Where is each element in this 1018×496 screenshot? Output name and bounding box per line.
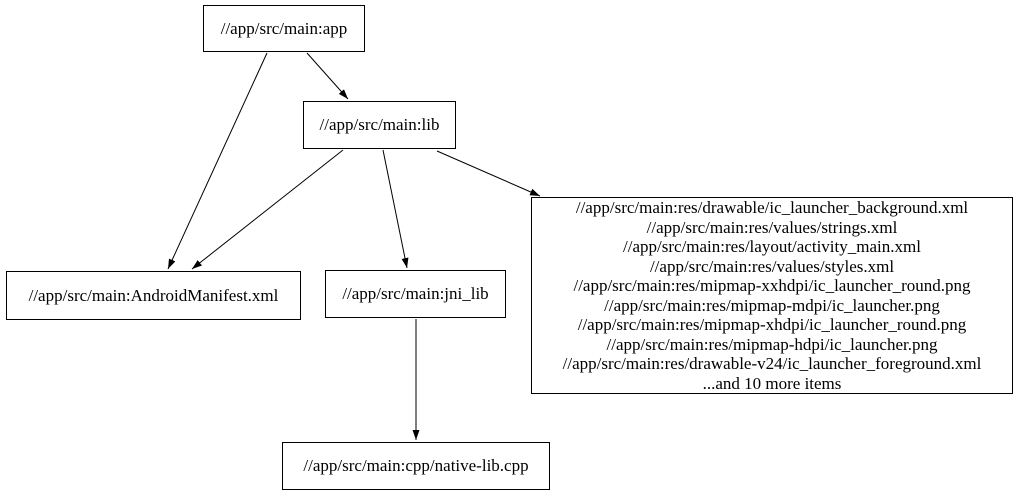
res-group-line: //app/src/main:res/values/strings.xml: [646, 217, 898, 237]
node-android-manifest-label: //app/src/main:AndroidManifest.xml: [28, 285, 279, 305]
res-group-line: //app/src/main:res/mipmap-xxhdpi/ic_laun…: [573, 276, 971, 295]
res-group-line: //app/src/main:res/layout/activity_main.…: [623, 237, 921, 256]
node-lib: //app/src/main:lib: [303, 101, 456, 149]
res-group-line: //app/src/main:res/mipmap-mdpi/ic_launch…: [604, 295, 940, 315]
node-native-lib: //app/src/main:cpp/native-lib.cpp: [282, 442, 550, 490]
edge-lib-to-jni-lib: [382, 149, 409, 269]
node-app-label: //app/src/main:app: [220, 18, 348, 38]
edge-lib-to-android-manifest: [191, 149, 344, 270]
res-group-line: //app/src/main:res/drawable/ic_launcher_…: [575, 198, 969, 217]
res-group-line: //app/src/main:res/values/styles.xml: [649, 256, 895, 276]
node-lib-label: //app/src/main:lib: [319, 115, 440, 135]
res-group-line: //app/src/main:res/drawable-v24/ic_launc…: [562, 354, 982, 373]
res-group-more-items: ...and 10 more items: [702, 373, 842, 393]
node-android-manifest: //app/src/main:AndroidManifest.xml: [6, 271, 301, 320]
edge-lib-to-res-group: [436, 150, 541, 197]
res-group-line: //app/src/main:res/mipmap-xhdpi/ic_launc…: [577, 315, 967, 334]
edge-app-to-android-manifest: [167, 52, 268, 270]
edge-app-to-lib: [306, 52, 349, 100]
res-group-line: //app/src/main:res/mipmap-hdpi/ic_launch…: [606, 334, 938, 354]
node-app: //app/src/main:app: [203, 5, 365, 52]
node-jni-lib-label: //app/src/main:jni_lib: [342, 284, 489, 304]
node-jni-lib: //app/src/main:jni_lib: [325, 270, 506, 318]
node-native-lib-label: //app/src/main:cpp/native-lib.cpp: [303, 456, 529, 476]
node-res-group: //app/src/main:res/drawable/ic_launcher_…: [531, 197, 1013, 394]
